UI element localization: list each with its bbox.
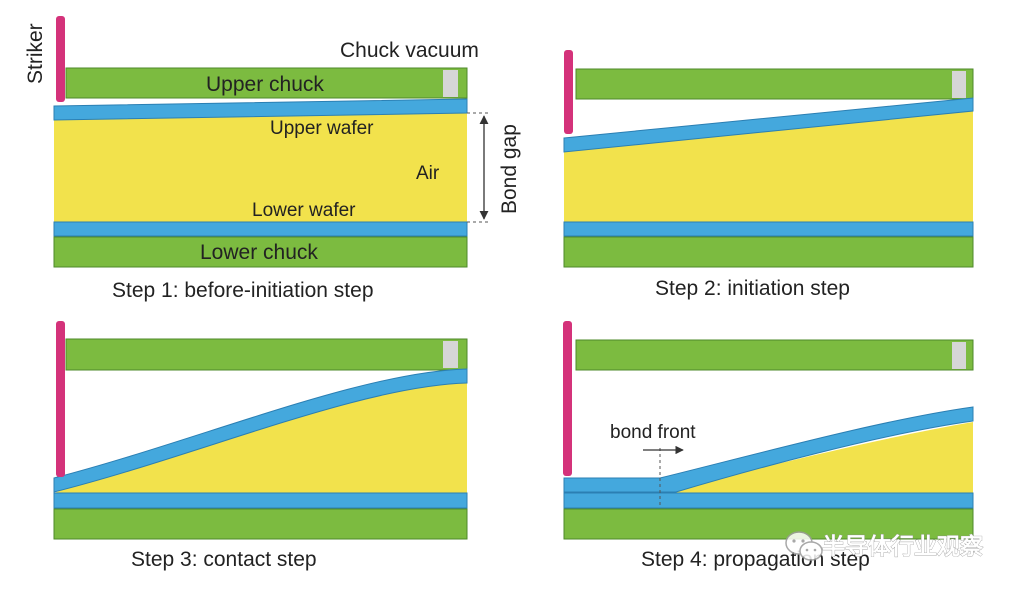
lower-chuck-label: Lower chuck (200, 241, 318, 264)
step-1-lower-chuck (53, 236, 468, 268)
step-4-upper-wafer (563, 406, 974, 493)
step-3-upper-wafer (53, 368, 468, 493)
step-1-lower-wafer (53, 221, 468, 237)
air-label: Air (416, 163, 440, 184)
step-4-striker (563, 321, 572, 476)
step-3-lower-wafer (53, 492, 468, 509)
step-3-striker (56, 321, 65, 477)
step-1-striker (56, 16, 65, 102)
step-3-air (54, 380, 467, 493)
watermark-text: 半导体行业观察 (822, 533, 984, 560)
bond-gap-label: Bond gap (498, 124, 521, 214)
step-3-lower-chuck (53, 508, 468, 540)
step-2-caption: Step 2: initiation step (655, 277, 850, 300)
step-4-lower-chuck (563, 508, 974, 540)
step-4-upper-chuck (575, 339, 974, 371)
step-1-vacuum-port (443, 70, 458, 97)
chuck-vacuum-label: Chuck vacuum (340, 39, 479, 62)
upper-wafer-label: Upper wafer (270, 118, 374, 139)
step-1-panel: Striker Chuck vacuum Upper chuck Upper w… (24, 16, 521, 302)
step-1-upper-chuck (65, 67, 468, 99)
step-3-upper-chuck (65, 338, 468, 371)
step-2-upper-wafer (563, 97, 974, 153)
watermark: 半导体行业观察 (785, 531, 984, 561)
bond-front-label: bond front (610, 422, 696, 443)
striker-label: Striker (24, 23, 47, 84)
step-2-lower-chuck (563, 236, 974, 268)
step-3-caption: Step 3: contact step (131, 548, 317, 571)
step-1-caption: Step 1: before-initiation step (112, 279, 374, 302)
lower-wafer-label: Lower wafer (252, 200, 356, 221)
step-2-vacuum-port (952, 71, 966, 98)
step-2-lower-wafer (563, 221, 974, 237)
step-2-striker (564, 50, 573, 134)
step-2-upper-chuck (575, 68, 974, 100)
step-1-air (54, 112, 467, 222)
step-4-panel: bond front Step 4: propagation step (563, 321, 974, 571)
step-2-panel: Step 2: initiation step (563, 50, 974, 300)
step-3-panel: Step 3: contact step (53, 321, 468, 571)
step-4-air (660, 422, 973, 493)
step-4-vacuum-port (952, 342, 966, 369)
step-4-lower-wafer (563, 492, 974, 509)
upper-chuck-label: Upper chuck (206, 73, 324, 96)
wechat-icon (785, 531, 823, 561)
step-3-vacuum-port (443, 341, 458, 368)
